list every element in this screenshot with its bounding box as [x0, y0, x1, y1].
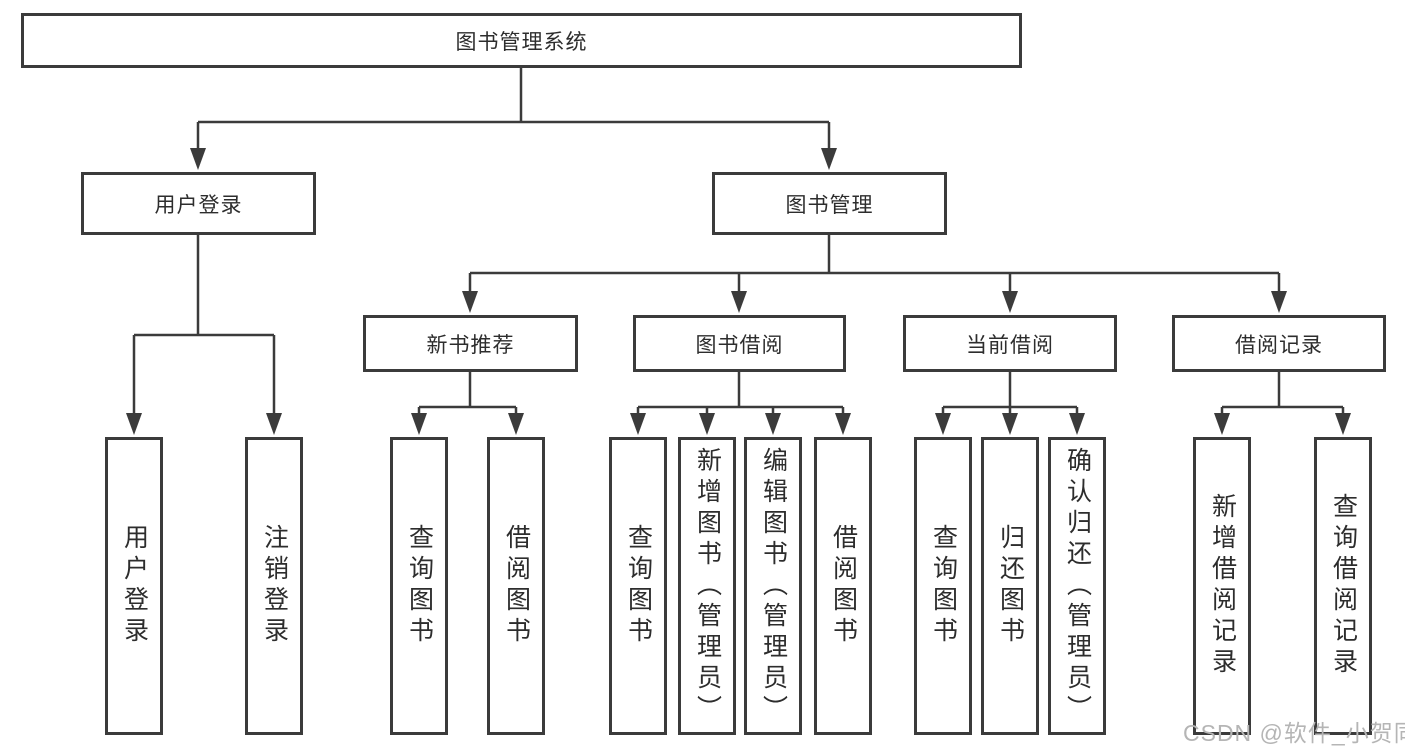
leaf-borrow-books-2: 借阅图书 [814, 437, 872, 735]
arrowhead [731, 291, 747, 313]
leaf-return-books: 归还图书 [981, 437, 1039, 735]
arrowhead [462, 291, 478, 313]
connector-newbook-to-leaves [417, 372, 518, 415]
leaf-query-books-3: 查询图书 [914, 437, 972, 735]
leaf-query-books-1: 查询图书 [390, 437, 448, 735]
arrowhead [1335, 413, 1351, 435]
leaf-edit-book-admin: 编辑图书（管理员） [744, 437, 802, 735]
arrowhead [765, 413, 781, 435]
arrowhead [821, 148, 837, 170]
node-book-management: 图书管理 [712, 172, 947, 235]
connector-currentborrow-to-leaves [941, 372, 1079, 415]
csdn-watermark: CSDN @软件_小贺同学 [1183, 720, 1405, 746]
arrowhead [190, 148, 206, 170]
connector-bookmgmt-to-level3 [468, 235, 1281, 293]
leaf-add-book-admin: 新增图书（管理员） [678, 437, 736, 735]
connector-userlogin-to-leaves [132, 235, 276, 415]
connector-borrowrecords-to-leaves [1220, 372, 1345, 415]
leaf-query-books-2: 查询图书 [609, 437, 667, 735]
node-book-borrow: 图书借阅 [633, 315, 846, 372]
node-borrow-records: 借阅记录 [1172, 315, 1386, 372]
arrowhead [411, 413, 427, 435]
connector-bookborrow-to-leaves [636, 372, 845, 415]
leaf-query-borrow-record: 查询借阅记录 [1314, 437, 1372, 735]
arrowhead [508, 413, 524, 435]
arrowhead [1214, 413, 1230, 435]
node-user-login: 用户登录 [81, 172, 316, 235]
arrowhead [266, 413, 282, 435]
arrowhead [1002, 291, 1018, 313]
node-root: 图书管理系统 [21, 13, 1022, 68]
arrowhead [835, 413, 851, 435]
leaf-borrow-books-1: 借阅图书 [487, 437, 545, 735]
arrowhead [1002, 413, 1018, 435]
arrowhead [699, 413, 715, 435]
leaf-add-borrow-record: 新增借阅记录 [1193, 437, 1251, 735]
arrowhead [126, 413, 142, 435]
node-current-borrow: 当前借阅 [903, 315, 1117, 372]
leaf-logout-login: 注销登录 [245, 437, 303, 735]
arrowhead [1069, 413, 1085, 435]
arrowhead [1271, 291, 1287, 313]
arrowhead [935, 413, 951, 435]
leaf-user-login: 用户登录 [105, 437, 163, 735]
connector-root-to-level2 [196, 68, 831, 150]
arrowhead [630, 413, 646, 435]
node-new-book-recommend: 新书推荐 [363, 315, 578, 372]
leaf-confirm-return-admin: 确认归还（管理员） [1048, 437, 1106, 735]
